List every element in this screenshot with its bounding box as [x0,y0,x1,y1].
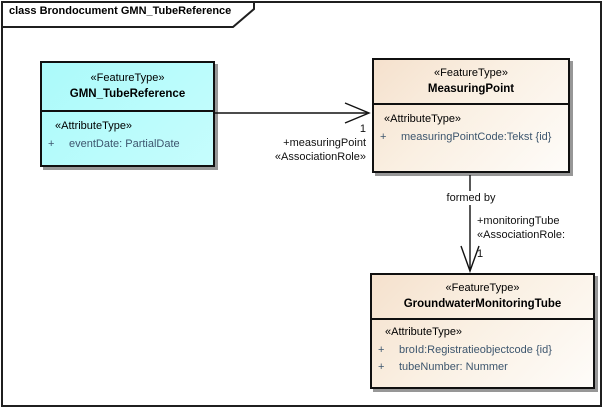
visibility-marker: + [48,138,55,150]
attribute-row: + tubeNumber: Nummer [372,359,593,376]
attribute-compartment: «AttributeType» + measuringPointCode:Tek… [374,105,568,146]
class-stereotype: «FeatureType» [90,72,165,84]
class-box-gmn-tubereference: «FeatureType» GMN_TubeReference «Attribu… [40,61,215,167]
multiplicity-label: 1 [359,123,366,135]
attribute-row: + eventDate: PartialDate [42,136,213,153]
class-name: MeasuringPoint [427,83,515,95]
open-arrowhead-right-icon [344,102,371,124]
association-stereotype-label: «AssociationRole» [274,151,366,163]
class-name: GMN_TubeReference [69,88,186,100]
class-header: «FeatureType» GroundwaterMonitoringTube [372,275,593,320]
visibility-marker: + [380,131,387,143]
association-end-labels-monitoringtube: +monitoringTube «AssociationRole: [477,214,565,242]
multiplicity-label: 1 [477,248,484,260]
class-box-groundwatermonitoringtube: «FeatureType» GroundwaterMonitoringTube … [370,273,595,389]
role-label: +monitoringTube [477,215,560,227]
class-stereotype: «FeatureType» [434,67,508,79]
attribute-stereotype: «AttributeType» [55,120,133,132]
attribute-text: measuringPointCode:Tekst {id} [401,131,552,143]
class-header: «FeatureType» GMN_TubeReference [42,63,213,112]
visibility-marker: + [378,344,385,356]
diagram-title: class Brondocument GMN_TubeReference [9,5,232,17]
attribute-text: tubeNumber: Nummer [399,361,508,373]
association-name-label: formed by [437,191,505,205]
association-stereotype-label: «AssociationRole: [477,229,566,241]
attribute-text: broId:Registratieobjectcode {id} [399,344,552,356]
class-header: «FeatureType» MeasuringPoint [374,60,568,105]
class-box-measuringpoint: «FeatureType» MeasuringPoint «AttributeT… [372,58,570,173]
attribute-compartment: «AttributeType» + eventDate: PartialDate [42,112,213,153]
attribute-row: + measuringPointCode:Tekst {id} [374,129,568,146]
association-end-labels-measuringpoint: 1 +measuringPoint «AssociationRole» [216,122,366,164]
attribute-stereotype: «AttributeType» [385,326,463,338]
attribute-stereotype: «AttributeType» [384,113,462,125]
attribute-compartment: «AttributeType» + broId:Registratieobjec… [372,320,593,376]
role-label: +measuringPoint [283,137,366,149]
class-name: GroundwaterMonitoringTube [403,298,562,310]
attribute-row: + broId:Registratieobjectcode {id} [372,342,593,359]
class-stereotype: «FeatureType» [445,282,520,294]
open-arrowhead-down-icon [460,245,480,274]
frame-title-tab [1,1,255,28]
visibility-marker: + [378,361,385,373]
attribute-text: eventDate: PartialDate [69,138,180,150]
